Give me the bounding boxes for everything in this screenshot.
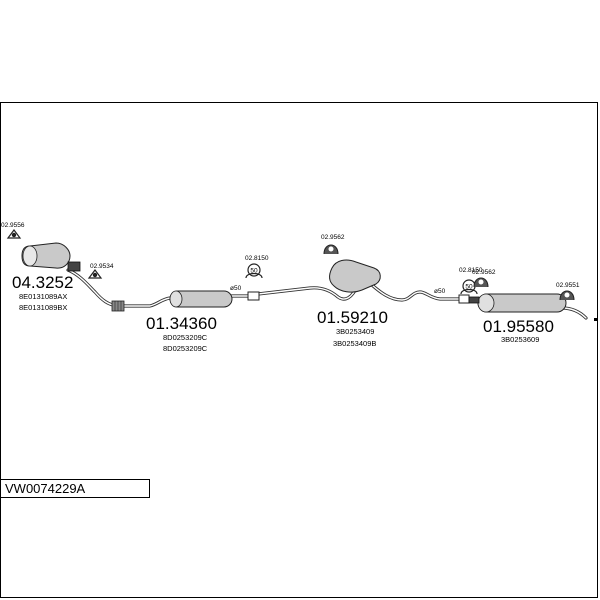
gasket-icon <box>87 269 103 279</box>
rubber-hanger-icon <box>559 290 575 301</box>
rubber-hanger-icon <box>473 277 489 288</box>
fitting-code: 02.8150 <box>459 267 483 274</box>
part-number-catalytic: 04.3252 <box>12 273 73 292</box>
part-ref: 3B0253409 <box>336 327 374 336</box>
diagram-code: VW0074229A <box>5 481 86 496</box>
catalytic-converter-icon <box>21 242 81 272</box>
fitting-code: 02.9562 <box>472 269 496 276</box>
part-number-rear-silencer: 01.95580 <box>483 317 554 336</box>
part-ref: 8D0253209C <box>163 333 208 342</box>
fitting-code: 02.9556 <box>1 222 25 229</box>
front-silencer-icon <box>169 290 233 308</box>
clamp-size-label: 50 <box>465 283 473 290</box>
part-ref: 8E0131089AX <box>19 292 67 301</box>
pipe-diameter-label: ø50 <box>434 288 446 295</box>
fitting-code: 02.9551 <box>556 282 580 289</box>
edge-marker <box>594 318 597 321</box>
rubber-hanger-icon <box>323 244 339 255</box>
part-ref: 3B0253409B <box>333 339 376 348</box>
part-number-middle-silencer: 01.59210 <box>317 308 388 327</box>
middle-silencer-icon <box>329 259 381 293</box>
clamp-size-label: 50 <box>250 267 258 274</box>
diagram-frame <box>0 102 598 598</box>
fitting-code: 02.9534 <box>90 263 114 270</box>
fitting-code: 02.8150 <box>245 255 269 262</box>
gasket-icon <box>6 229 22 239</box>
rear-silencer-icon <box>468 293 567 313</box>
pipe-diameter-label: ø50 <box>230 285 242 292</box>
fitting-code: 02.9562 <box>321 234 345 241</box>
clamp-50-icon: 50 <box>245 263 263 279</box>
flex-section-icon <box>111 300 125 312</box>
part-ref: 8D0253209C <box>163 344 208 353</box>
diagram-code-box: VW0074229A <box>0 479 150 498</box>
part-number-front-silencer: 01.34360 <box>146 314 217 333</box>
part-ref: 8E0131089BX <box>19 303 67 312</box>
part-ref: 3B0253609 <box>501 335 539 344</box>
